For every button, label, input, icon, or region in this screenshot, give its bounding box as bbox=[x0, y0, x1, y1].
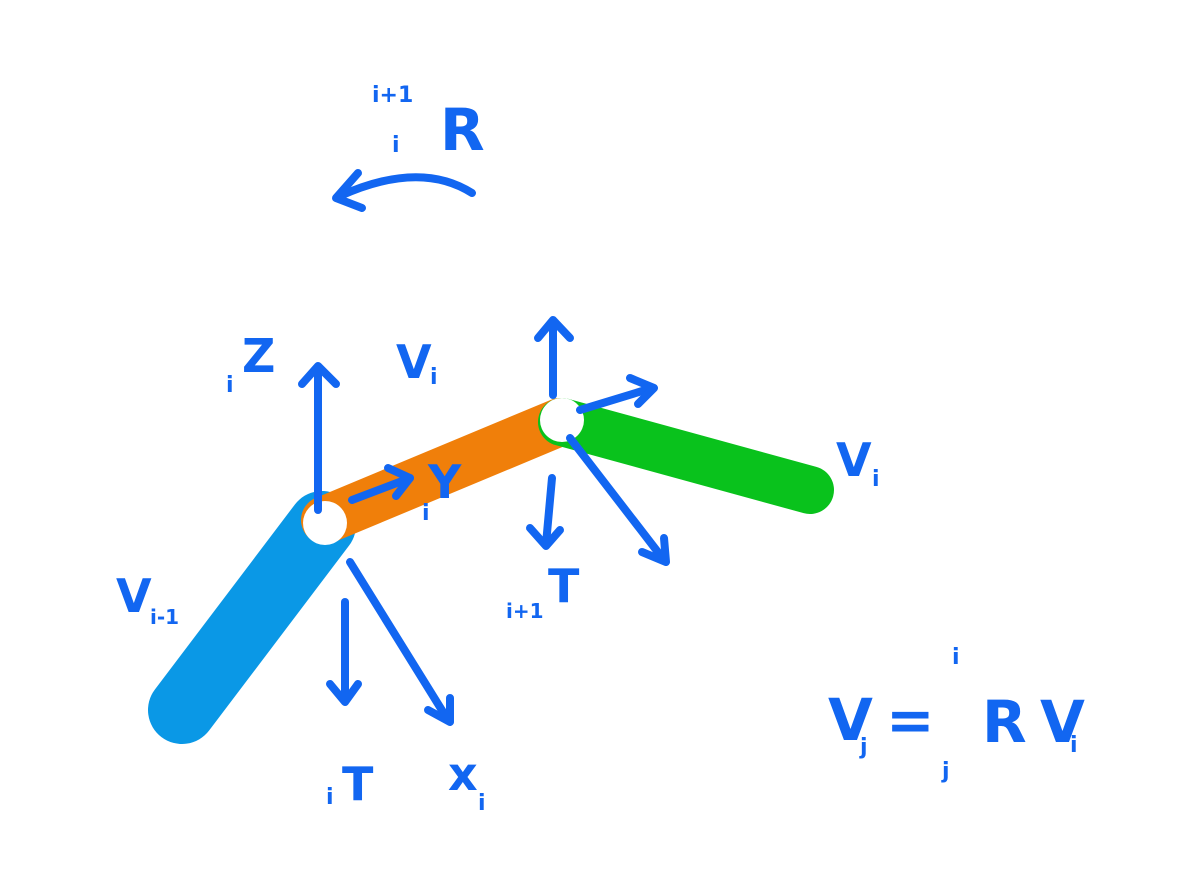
frame-i-t-arrowhead bbox=[326, 680, 362, 706]
link-current bbox=[301, 398, 584, 544]
frame-i-y-pre: i bbox=[422, 501, 430, 526]
frame-i-z-label: Z bbox=[242, 329, 275, 383]
frame-next-t-arrowhead bbox=[526, 524, 564, 550]
frame-i-x-arrowhead bbox=[424, 694, 454, 726]
frame-next-t-label: T bbox=[548, 559, 580, 613]
frame-i-t-label: T bbox=[342, 757, 374, 811]
link-prev-sub: i-1 bbox=[150, 605, 179, 629]
frame-i-x-sub: i bbox=[478, 791, 486, 816]
link-next bbox=[538, 398, 834, 514]
frame-next-x-arrowhead bbox=[638, 534, 670, 566]
equation-r: R bbox=[982, 688, 1027, 756]
frame-next-y-axis bbox=[576, 384, 656, 414]
link-next-label: V bbox=[836, 433, 872, 487]
equation-lhs: V bbox=[828, 686, 873, 754]
link-next-sub: i bbox=[872, 467, 880, 492]
frame-i-y-arrowhead bbox=[384, 464, 414, 500]
rotation-arrow bbox=[336, 173, 476, 200]
link-current-label: V bbox=[396, 335, 432, 389]
rotation-pre-sub: i bbox=[392, 133, 400, 158]
rotation-pre-super: i+1 bbox=[372, 83, 413, 108]
frame-i-t-pre: i bbox=[326, 785, 334, 810]
equation-rhs: V bbox=[1040, 688, 1085, 756]
link-current-sub: i bbox=[430, 365, 438, 390]
rotation-arrowhead bbox=[332, 169, 366, 212]
rotation-symbol: R bbox=[440, 96, 485, 164]
frame-i-x-axis bbox=[346, 558, 452, 724]
joint-i bbox=[303, 501, 347, 545]
joint-i-plus-1 bbox=[540, 398, 584, 442]
equation-rhs-sub: i bbox=[1070, 733, 1078, 758]
frame-next-y-arrowhead bbox=[626, 374, 658, 408]
frame-i-y-axis bbox=[348, 474, 414, 504]
frame-i-y-label: Y bbox=[427, 455, 462, 509]
frame-i-x-label: x bbox=[448, 747, 478, 801]
frame-i-z-arrowhead bbox=[298, 362, 340, 388]
frame-next-t-axis bbox=[542, 474, 556, 548]
frame-next-x-axis bbox=[566, 434, 668, 564]
frame-i-z-pre: i bbox=[226, 373, 234, 398]
equation-r-super: i bbox=[952, 645, 960, 670]
equation-r-sub: j bbox=[941, 759, 950, 784]
equation-equals: = bbox=[886, 686, 935, 754]
frame-next-z-arrowhead bbox=[534, 316, 574, 342]
link-prev-label: V bbox=[116, 569, 152, 623]
equation-lhs-sub: j bbox=[859, 735, 868, 760]
frame-next-t-pre: i+1 bbox=[506, 599, 544, 623]
link-prev bbox=[148, 491, 356, 744]
